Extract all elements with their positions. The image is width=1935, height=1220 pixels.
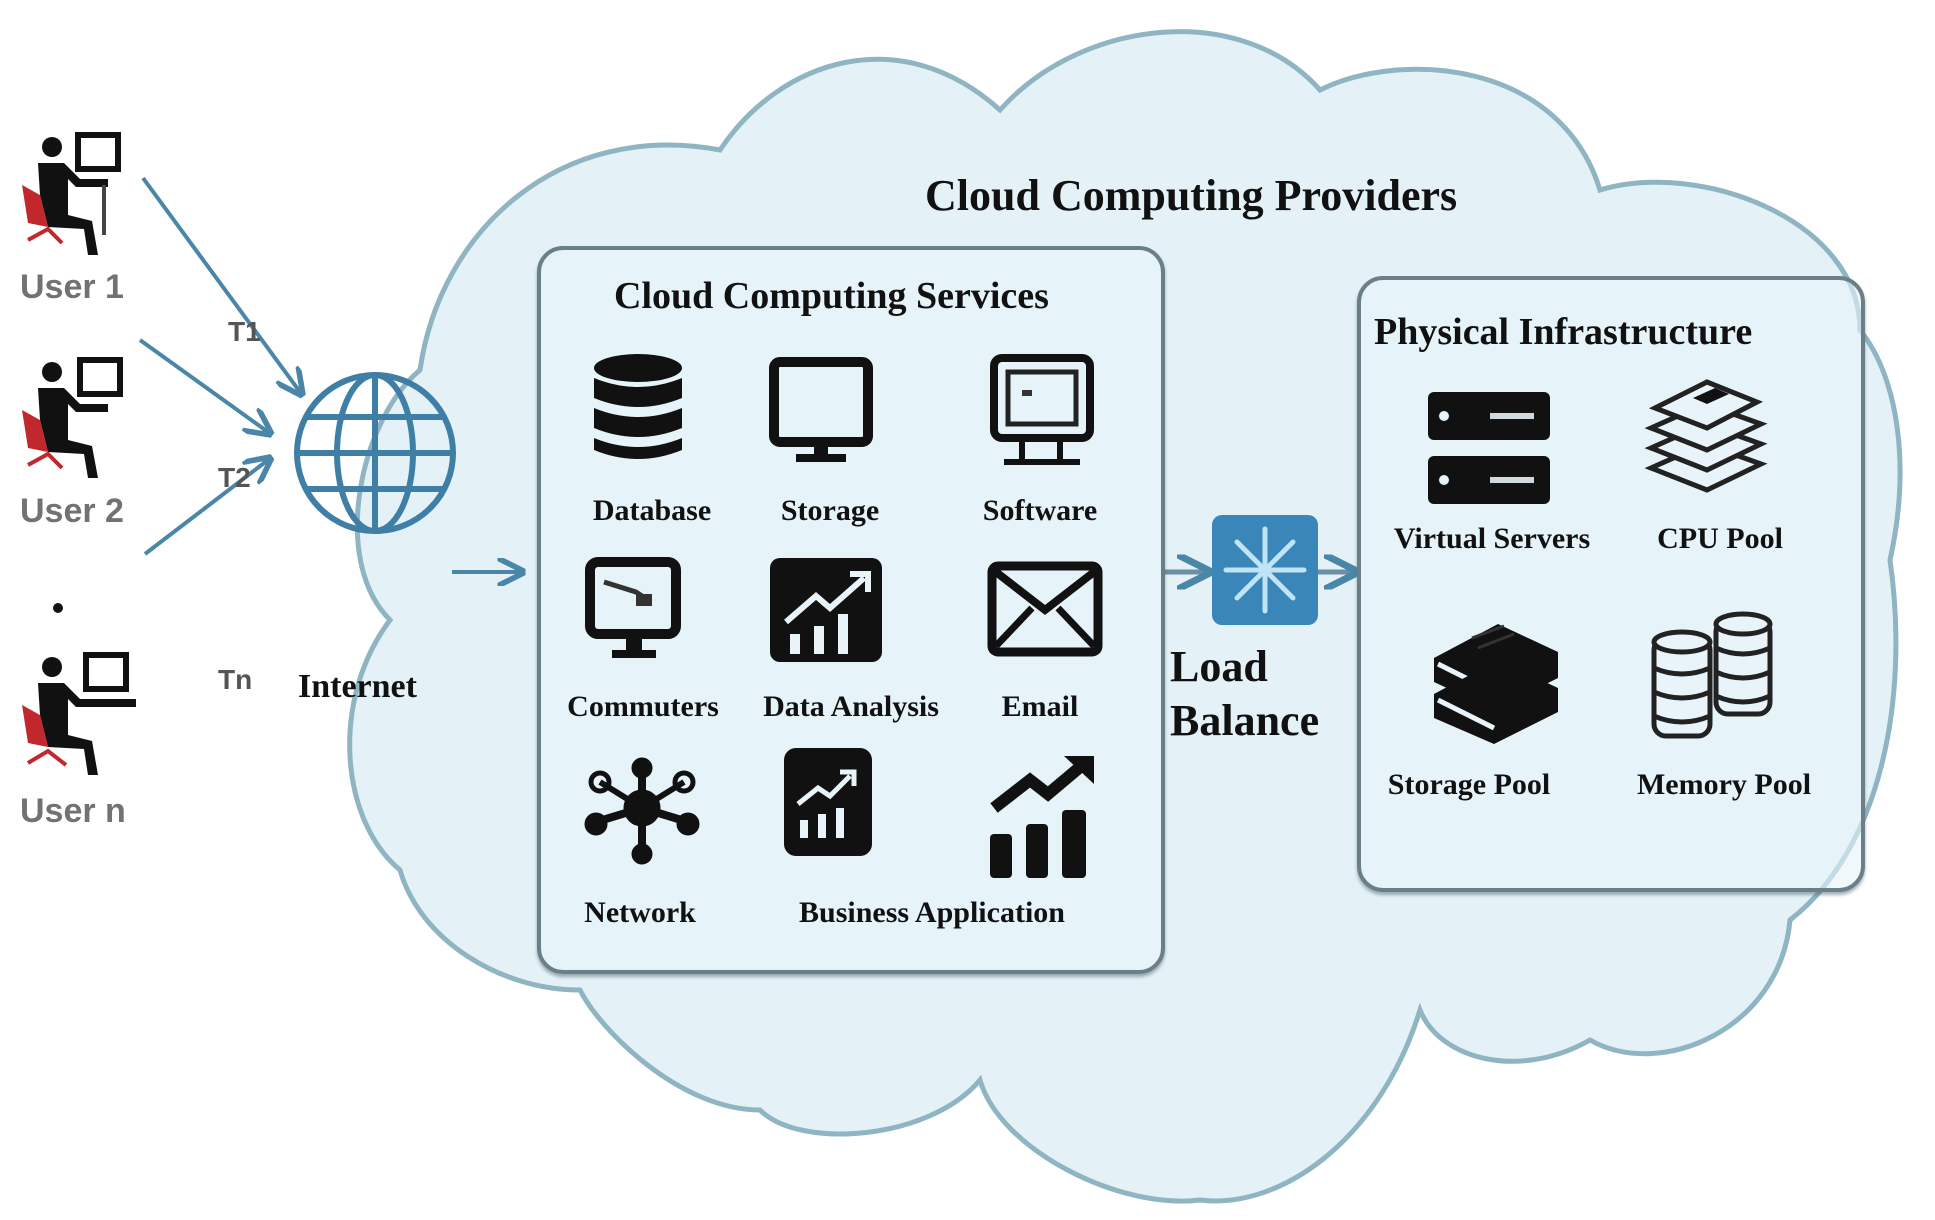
desktop-software-icon [990, 354, 1094, 465]
memory-coins-icon [1651, 611, 1773, 739]
user-2-icon [22, 357, 123, 478]
service-label-data-analysis: Data Analysis [763, 690, 939, 723]
user-2-label: User 2 [20, 492, 124, 530]
cpu-stack-icon [1644, 379, 1768, 493]
growth-bars-icon [990, 756, 1094, 878]
report-chart-icon [784, 748, 872, 856]
infrastructure-panel [1357, 276, 1865, 892]
internet-label: Internet [298, 668, 417, 705]
arrow-usern-internet [143, 460, 268, 556]
services-panel-title: Cloud Computing Services [614, 275, 1049, 317]
cloud-title: Cloud Computing Providers [925, 171, 1458, 220]
user-1-label: User 1 [20, 268, 124, 306]
service-label-business-application: Business Application [799, 896, 1065, 929]
growth-chart-icon [770, 558, 882, 662]
infrastructure-label-memory-pool: Memory Pool [1636, 768, 1812, 801]
infrastructure-panel-title: Physical Infrastructure [1374, 311, 1753, 353]
user-n-label: User n [20, 792, 126, 830]
service-label-software: Software [982, 494, 1098, 527]
user-1-icon [22, 132, 121, 255]
network-hub-icon [584, 757, 700, 865]
load-balancer-label-line1: Load [1170, 642, 1268, 691]
link-label-t1: T1 [228, 316, 261, 347]
service-label-email: Email [1001, 690, 1079, 723]
service-label-storage: Storage [780, 494, 880, 527]
computer-screen-icon [585, 557, 681, 658]
storage-drives-icon [1434, 624, 1558, 744]
arrow-user2-internet [138, 338, 268, 432]
service-label-commuters: Commuters [567, 690, 719, 723]
load-balancer-icon [1212, 515, 1318, 625]
service-label-database: Database [592, 494, 712, 527]
user-n-icon [22, 652, 136, 775]
globe-icon [294, 372, 456, 534]
arrow-user1-internet [141, 176, 300, 392]
infrastructure-label-storage-pool: Storage Pool [1387, 768, 1551, 801]
link-label-t2: T2 [218, 462, 251, 493]
ellipsis-dot [53, 603, 63, 613]
server-rack-icon [1428, 392, 1550, 504]
infrastructure-label-virtual-servers: Virtual Servers [1393, 522, 1591, 555]
link-label-tn: Tn [218, 664, 253, 695]
database-icon [594, 354, 682, 459]
infrastructure-label-cpu-pool: CPU Pool [1657, 522, 1783, 555]
envelope-icon [987, 561, 1103, 657]
load-balancer-label-line2: Balance [1170, 696, 1320, 745]
service-label-network: Network [584, 896, 696, 929]
monitor-icon [769, 357, 873, 462]
